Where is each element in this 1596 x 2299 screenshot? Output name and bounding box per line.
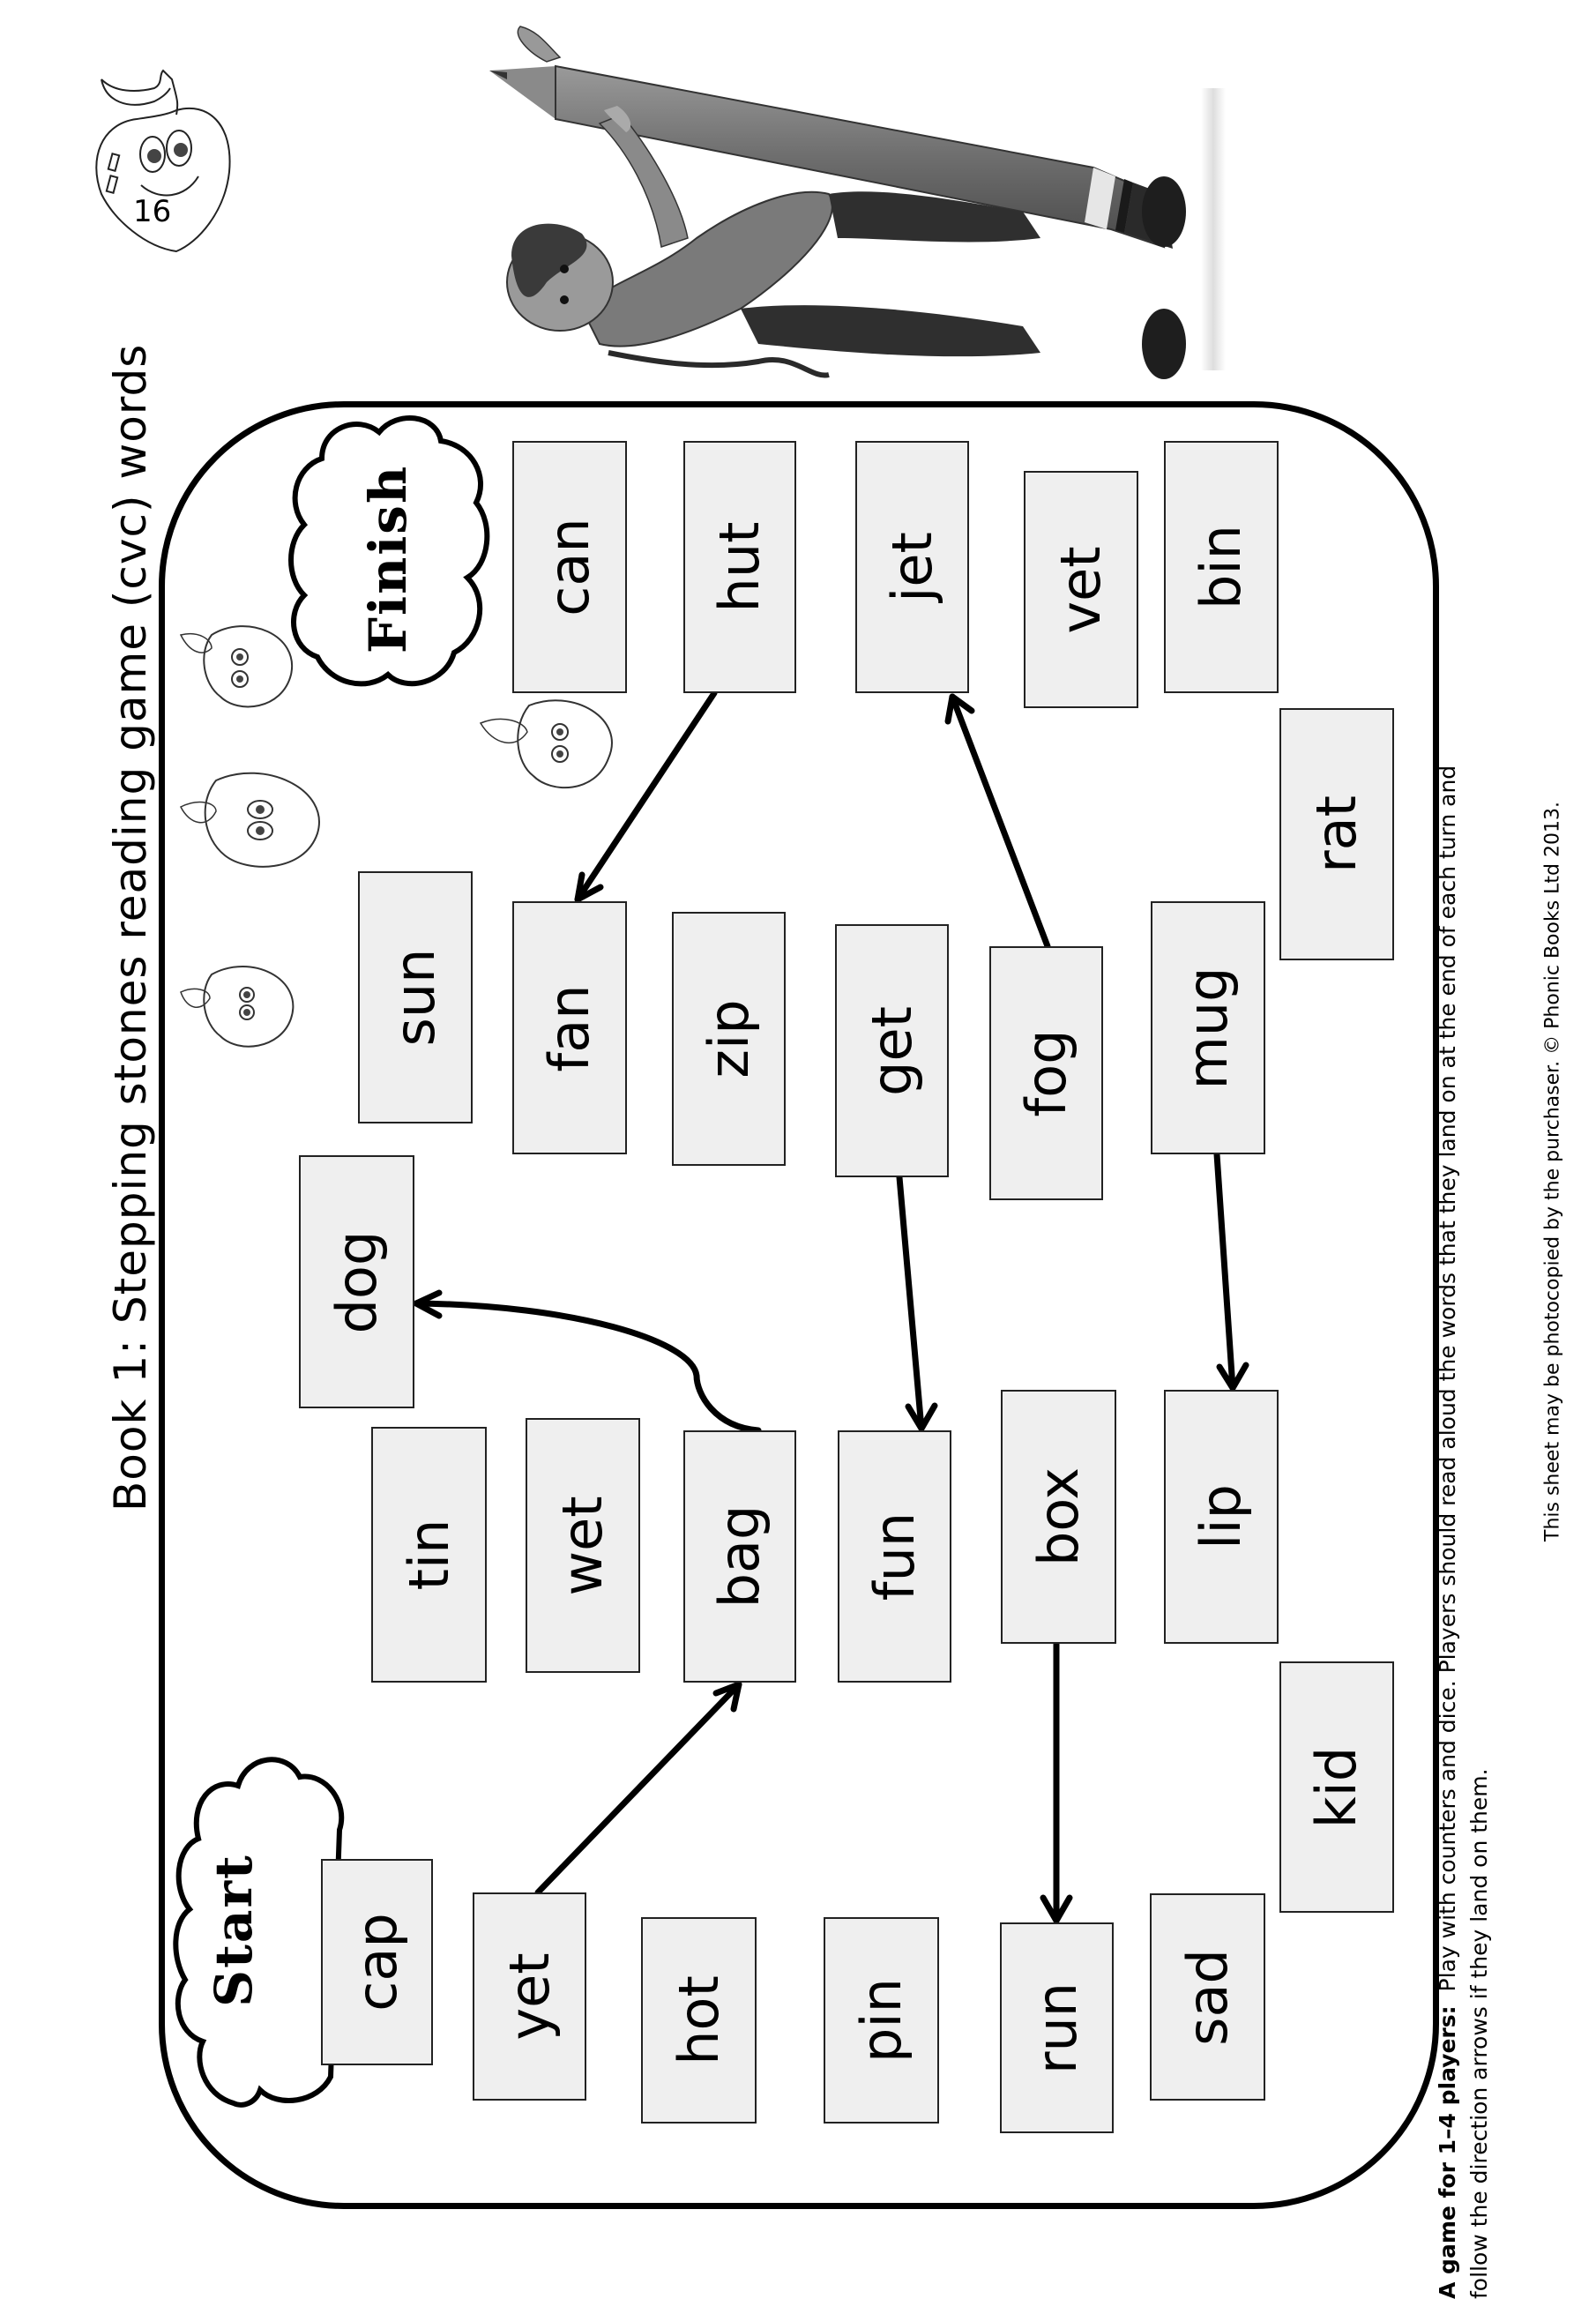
- tile-word: cap: [344, 1913, 409, 2012]
- instructions-text-2: follow the direction arrows if they land…: [1466, 1768, 1492, 2299]
- finish-cloud: Finish: [282, 401, 494, 701]
- word-tile-hut: hut: [683, 441, 796, 693]
- tile-word: mug: [1175, 966, 1240, 1090]
- tile-word: dog: [324, 1230, 389, 1333]
- tile-word: sun: [383, 948, 447, 1047]
- word-tile-jet: jet: [855, 441, 969, 693]
- word-tile-mug: mug: [1151, 901, 1265, 1154]
- tile-word: zip: [696, 999, 761, 1079]
- tile-word: fan: [537, 983, 601, 1072]
- tile-word: box: [1025, 1467, 1091, 1567]
- word-tile-can: can: [512, 441, 627, 693]
- word-tile-wet: wet: [526, 1418, 640, 1673]
- word-tile-lip: lip: [1164, 1390, 1279, 1644]
- tile-word: tin: [396, 1519, 461, 1591]
- apple-face-icon: [176, 952, 309, 1058]
- word-tile-dog: dog: [299, 1155, 414, 1408]
- word-tile-box: box: [1001, 1390, 1116, 1644]
- start-cloud: Start: [172, 1742, 348, 2112]
- tile-word: pin: [848, 1978, 914, 2063]
- word-tile-kid: kid: [1279, 1661, 1394, 1913]
- tile-word: bag: [707, 1504, 772, 1609]
- copyright-notice: This sheet may be photocopied by the pur…: [1541, 802, 1564, 1541]
- tile-word: kid: [1304, 1746, 1369, 1828]
- word-tile-pin: pin: [824, 1917, 939, 2124]
- tile-word: hot: [666, 1975, 731, 2065]
- page-number: 16: [133, 194, 172, 229]
- word-tile-tin: tin: [371, 1427, 487, 1683]
- word-tile-bag: bag: [683, 1430, 796, 1683]
- word-tile-bin: bin: [1164, 441, 1279, 693]
- apple-face-icon: [176, 608, 309, 723]
- word-tile-hot: hot: [641, 1917, 757, 2124]
- word-tile-vet: vet: [1024, 471, 1138, 708]
- tile-word: lip: [1189, 1484, 1253, 1549]
- apple-face-icon: [176, 758, 335, 882]
- game-instructions: A game for 1–4 players: Play with counte…: [1432, 200, 1494, 2299]
- game-board: [159, 401, 1439, 2209]
- instructions-line-1: A game for 1–4 players: Play with counte…: [1432, 200, 1464, 2299]
- tile-word: get: [859, 1005, 924, 1096]
- word-tile-rat: rat: [1279, 708, 1394, 960]
- word-tile-fun: fun: [838, 1430, 951, 1683]
- tile-word: vet: [1048, 545, 1113, 634]
- page-number-apple-icon: 16: [75, 53, 251, 265]
- word-tile-sun: sun: [358, 871, 473, 1123]
- word-tile-zip: zip: [672, 912, 786, 1166]
- word-tile-get: get: [835, 924, 949, 1177]
- tile-word: bin: [1189, 525, 1253, 609]
- tile-word: fog: [1013, 1029, 1078, 1117]
- word-tile-yet: yet: [473, 1892, 586, 2101]
- word-tile-fog: fog: [989, 946, 1103, 1200]
- instructions-heading: A game for 1–4 players:: [1435, 2005, 1460, 2299]
- apple-face-icon: [476, 688, 626, 802]
- tile-word: fun: [861, 1512, 927, 1601]
- tile-word: can: [537, 518, 601, 616]
- word-tile-cap: cap: [321, 1859, 433, 2065]
- tile-word: rat: [1304, 795, 1369, 873]
- tile-word: run: [1024, 1982, 1089, 2074]
- word-tile-run: run: [1000, 1922, 1114, 2133]
- tile-word: jet: [879, 532, 944, 602]
- tile-word: wet: [550, 1495, 615, 1596]
- word-tile-fan: fan: [512, 901, 627, 1154]
- character-with-pencil-illustration: [476, 18, 1252, 406]
- instructions-text-1: Play with counters and dice. Players sho…: [1435, 765, 1460, 1992]
- tile-word: yet: [496, 1952, 562, 2041]
- tile-word: sad: [1175, 1948, 1240, 2046]
- word-tile-sad: sad: [1150, 1893, 1265, 2101]
- tile-word: hut: [707, 521, 772, 613]
